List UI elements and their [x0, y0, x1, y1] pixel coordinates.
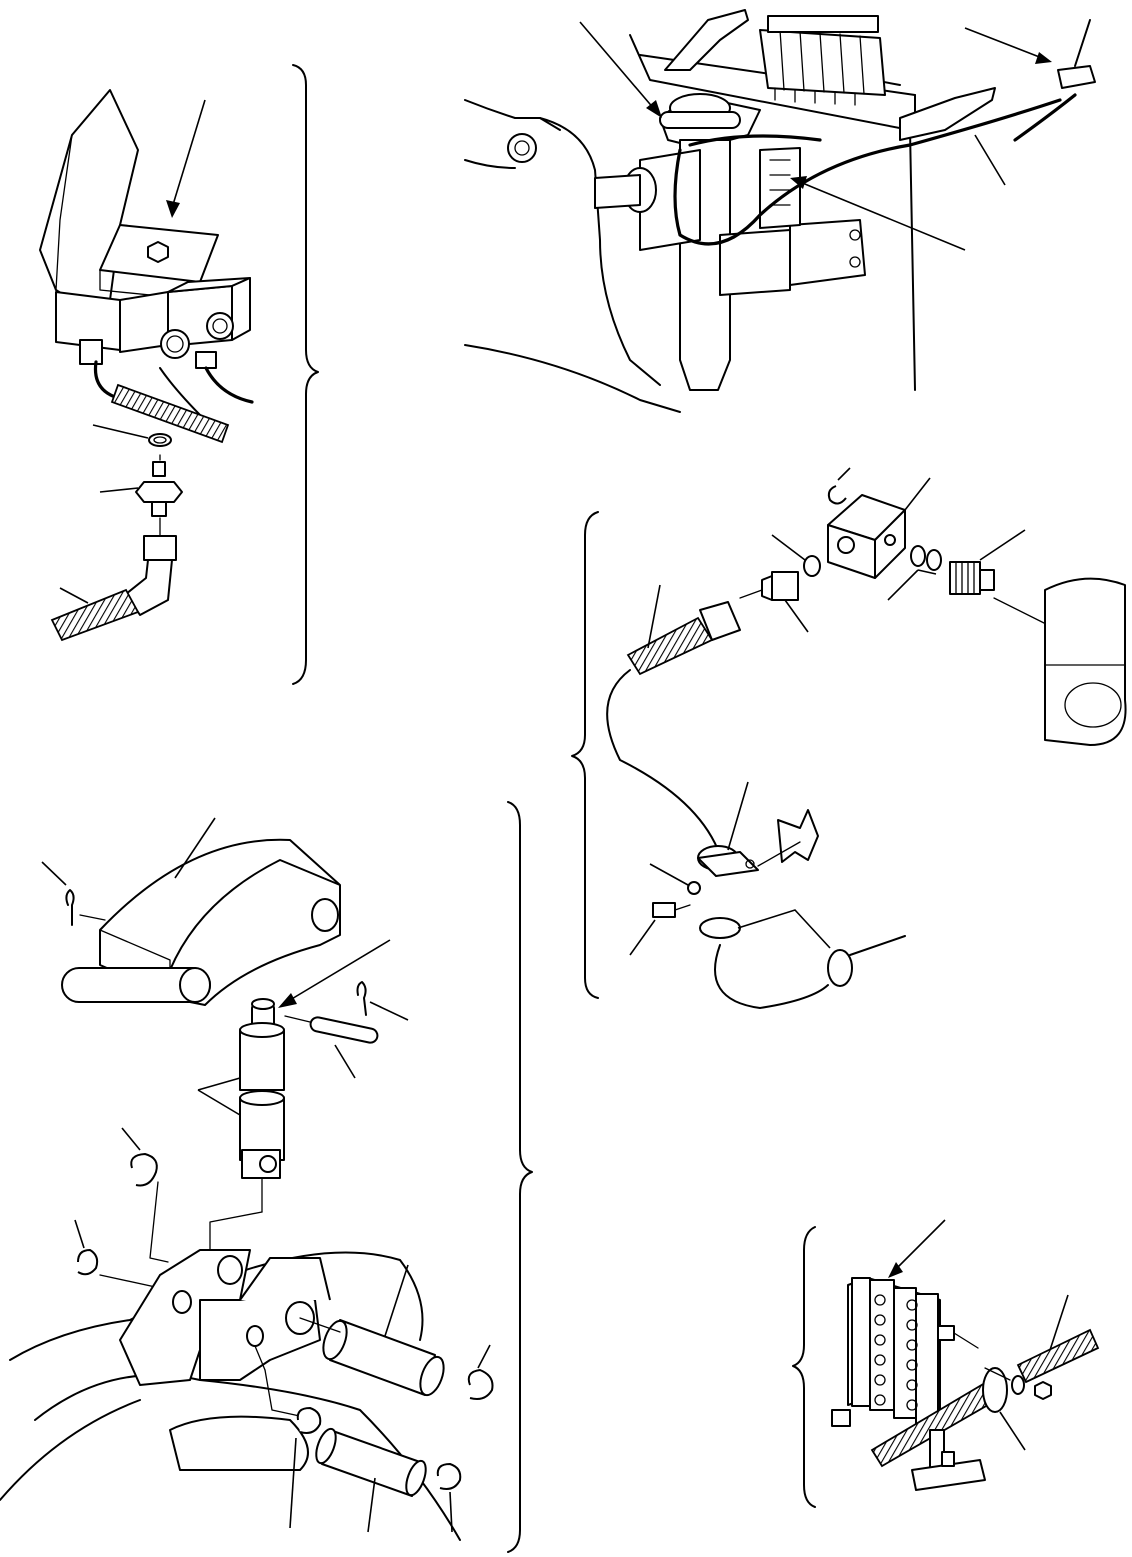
brace-bottom-right [792, 1226, 816, 1508]
brace-bottom-left [507, 801, 533, 1553]
valve-assembly-detail [39, 89, 254, 642]
pin-assembly [0, 817, 494, 1541]
manifold-block-detail [831, 1219, 1100, 1491]
valve-bank [759, 15, 886, 106]
manifold-ports [874, 1294, 918, 1411]
brace-middle-right [571, 511, 599, 999]
hose-adapter-assembly [606, 467, 1127, 1009]
brace-top-left [292, 64, 319, 685]
boom-overview [464, 9, 1096, 413]
